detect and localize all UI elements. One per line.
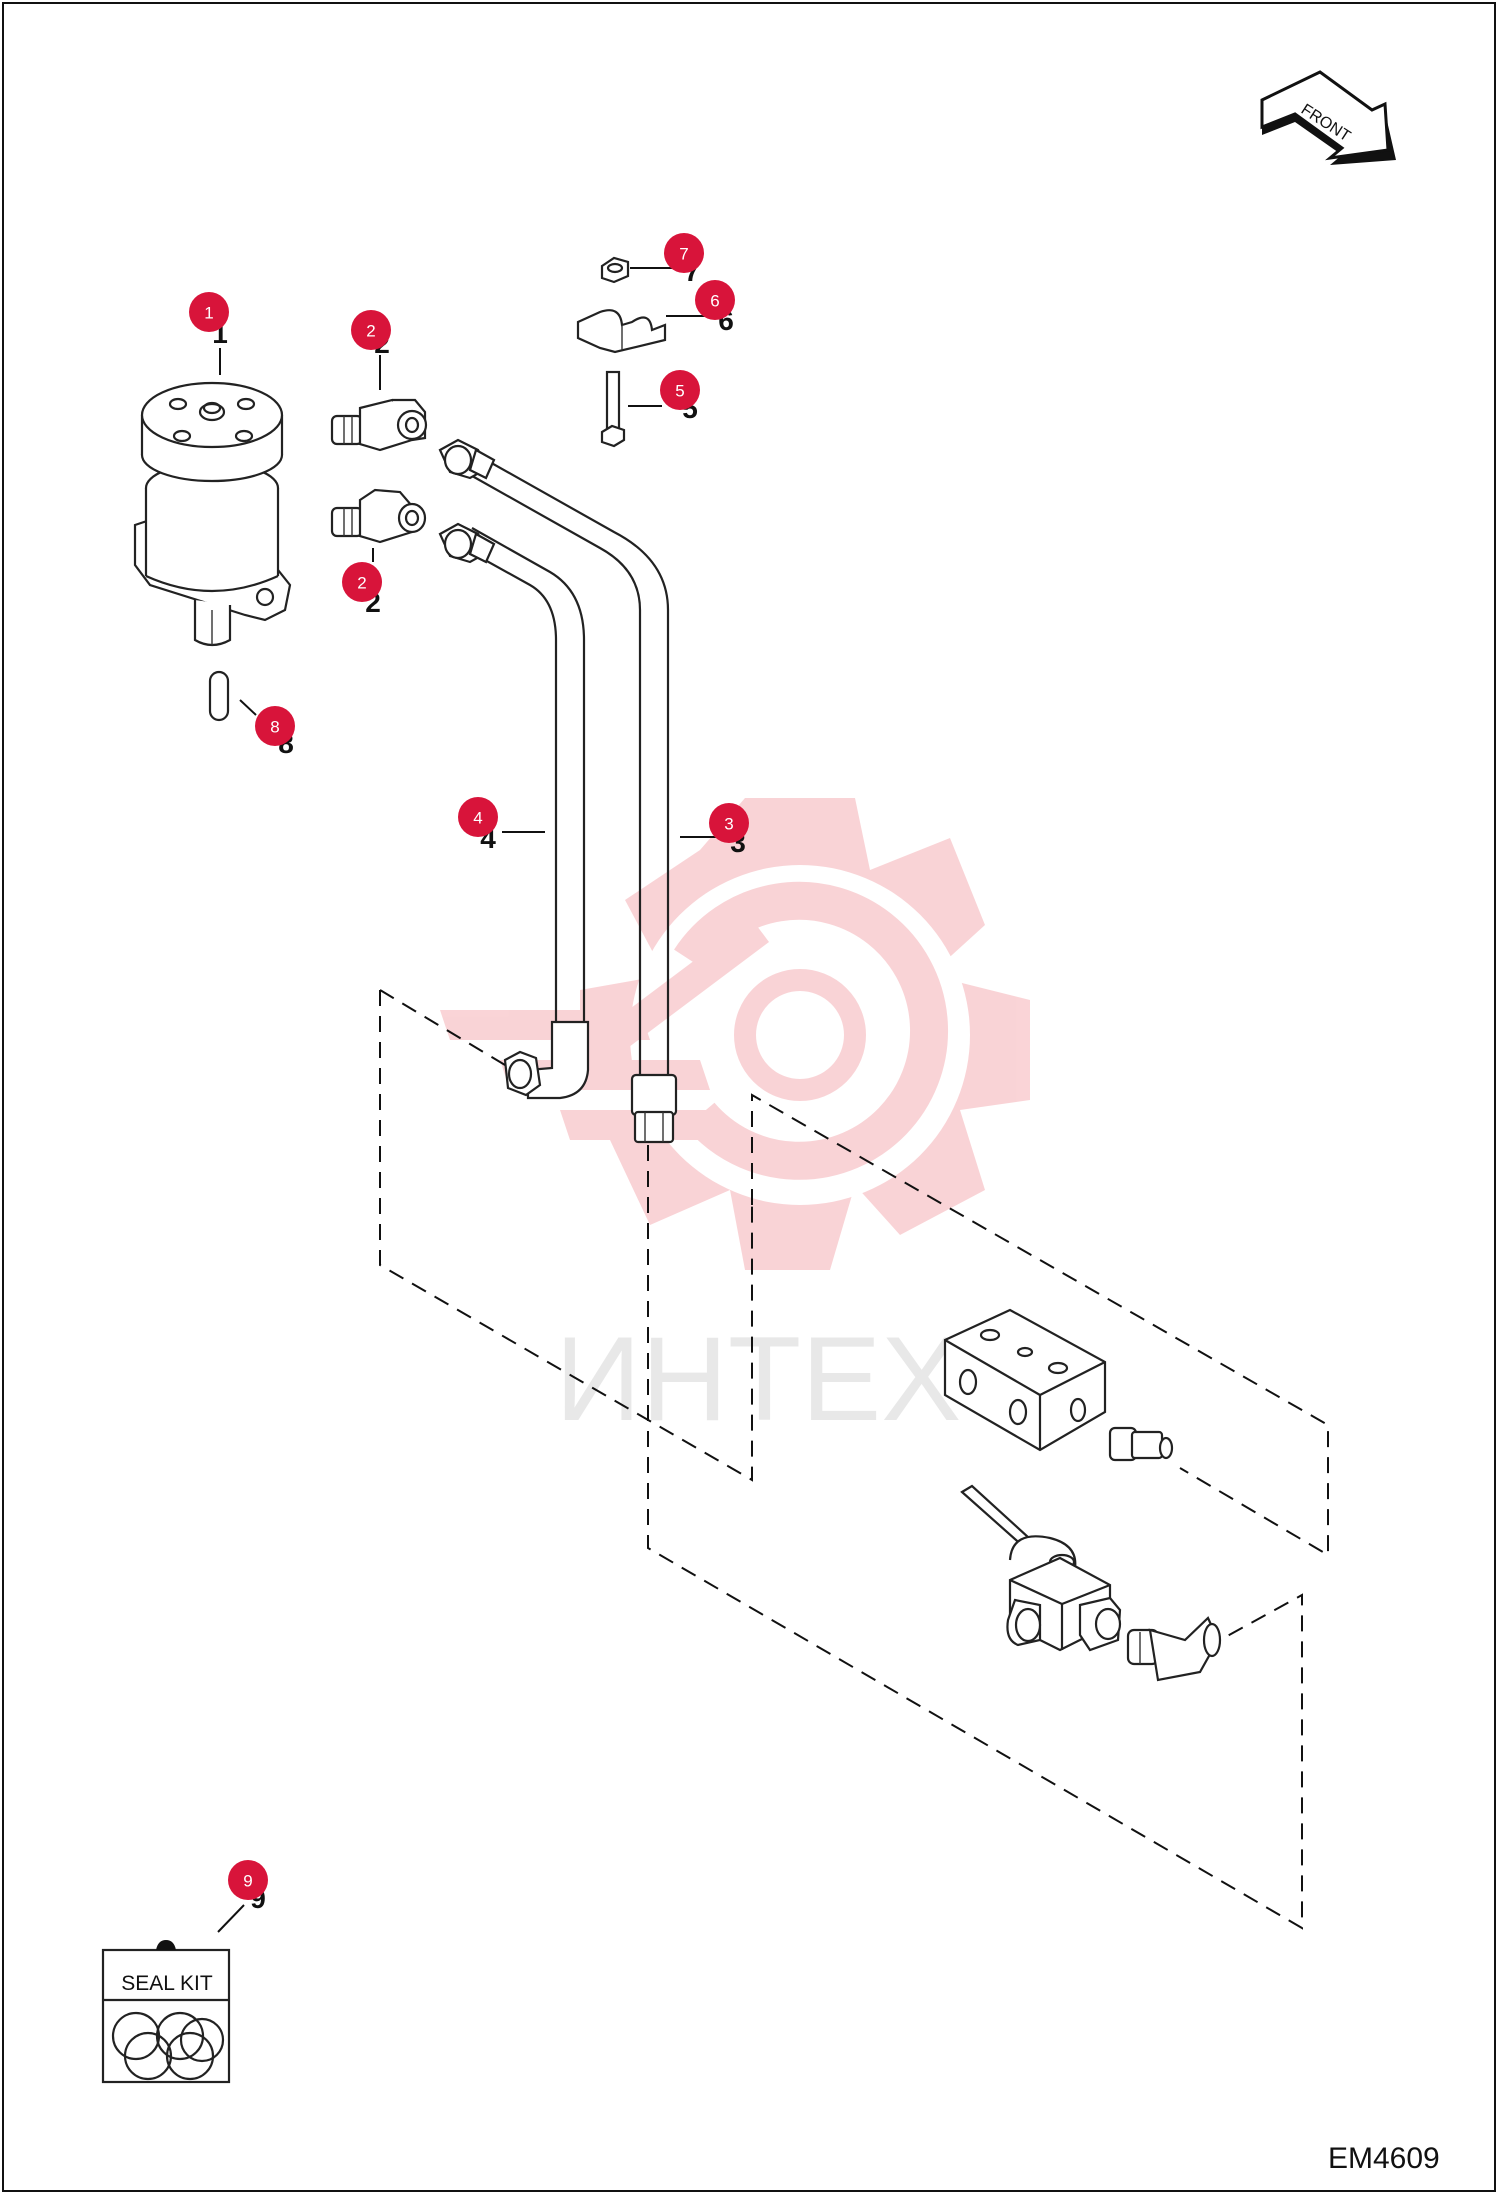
svg-text:7: 7 <box>679 245 688 264</box>
svg-text:4: 4 <box>473 809 482 828</box>
bolt <box>600 370 626 448</box>
nut <box>600 256 630 284</box>
front-arrow-icon <box>1260 70 1396 165</box>
svg-text:2: 2 <box>357 574 366 593</box>
drawing-code: EM4609 <box>1328 2142 1440 2175</box>
elbow-fitting-lower <box>330 488 427 544</box>
straight-fitting <box>1108 1426 1174 1462</box>
callout-badge-1[interactable]: 1 <box>189 292 229 332</box>
svg-text:5: 5 <box>675 382 684 401</box>
seal-kit-label: SEAL KIT <box>121 1972 213 1995</box>
callout-badge-8[interactable]: 8 <box>255 706 295 746</box>
callout-badge-4[interactable]: 4 <box>458 797 498 837</box>
svg-text:1: 1 <box>204 304 213 323</box>
callout-badge-3[interactable]: 3 <box>709 803 749 843</box>
valve-block <box>943 1308 1107 1452</box>
callout-badge-2a[interactable]: 2 <box>351 310 391 350</box>
svg-text:2: 2 <box>366 322 375 341</box>
svg-text:8: 8 <box>270 718 279 737</box>
svg-text:3: 3 <box>724 815 733 834</box>
ball-valve <box>960 1484 1122 1652</box>
hose-clamp <box>576 309 667 354</box>
callout-badge-7[interactable]: 7 <box>664 233 704 273</box>
callout-badge-9[interactable]: 9 <box>228 1860 268 1900</box>
svg-text:9: 9 <box>243 1872 252 1891</box>
callout-badge-5[interactable]: 5 <box>660 370 700 410</box>
elbow-fitting-upper <box>330 398 428 452</box>
elbow-fitting-valve <box>1126 1616 1222 1682</box>
shaft-key <box>208 670 230 722</box>
watermark-text: ИНТЕХ <box>555 1312 961 1446</box>
seal-kit <box>101 1940 231 2084</box>
callout-badge-2b[interactable]: 2 <box>342 562 382 602</box>
callout-badge-6[interactable]: 6 <box>695 280 735 320</box>
hose-assembly-3 <box>438 438 678 1144</box>
svg-text:6: 6 <box>710 292 719 311</box>
hose-assembly-4 <box>438 522 590 1100</box>
hydraulic-motor <box>133 381 292 647</box>
connection-lines <box>379 989 1329 1930</box>
